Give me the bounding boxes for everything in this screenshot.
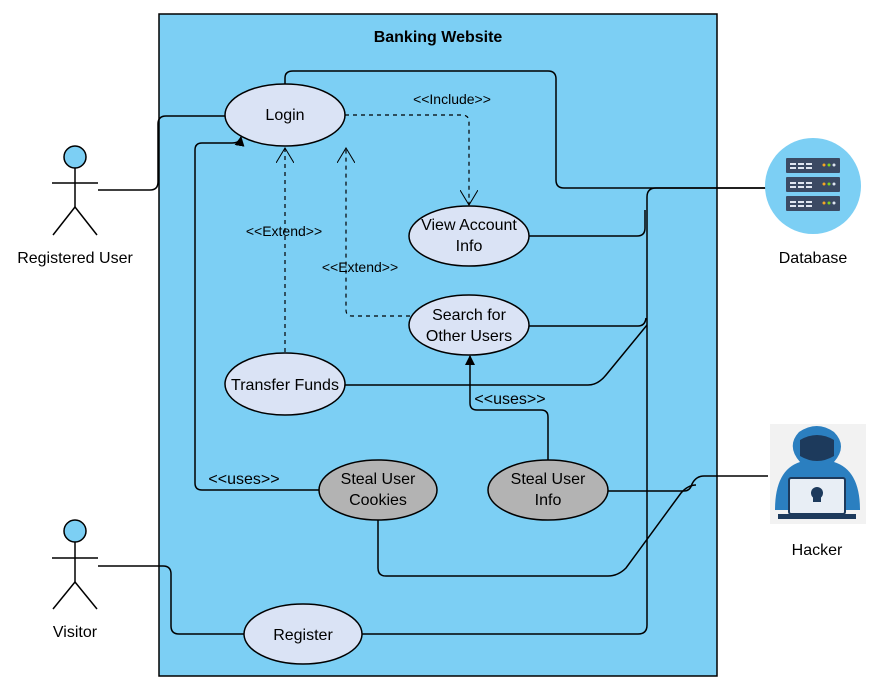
actor-visitor-label: Visitor xyxy=(53,624,98,641)
use-case-steal-cookies-line2: Cookies xyxy=(349,492,407,509)
extend-label-transfer: <<Extend>> xyxy=(246,223,322,239)
uses-label-info: <<uses>> xyxy=(474,391,545,408)
associations xyxy=(98,70,770,635)
assoc-view-db xyxy=(529,210,646,237)
actor-database[interactable]: Database xyxy=(765,138,861,267)
stick-figure-icon xyxy=(52,519,98,610)
use-case-search-users[interactable]: Search for Other Users xyxy=(408,294,530,356)
use-case-transfer-label: Transfer Funds xyxy=(231,377,339,394)
assoc-info-hacker xyxy=(607,475,768,492)
uses-cookies-login xyxy=(194,136,320,491)
assoc-visitor-register xyxy=(98,565,244,635)
use-case-view-account[interactable]: View Account Info xyxy=(408,205,530,267)
extend-label-search: <<Extend>> xyxy=(322,259,398,275)
use-case-register-label: Register xyxy=(273,627,333,644)
use-case-register[interactable]: Register xyxy=(243,603,363,665)
assoc-search-db xyxy=(529,317,647,327)
use-case-steal-info-line2: Info xyxy=(535,492,562,509)
assoc-transfer-db xyxy=(345,324,648,386)
use-case-login[interactable]: Login xyxy=(224,83,346,147)
use-case-view-account-line2: Info xyxy=(456,238,483,255)
hacker-icon xyxy=(770,424,866,524)
include-login-view xyxy=(345,114,469,205)
use-case-login-label: Login xyxy=(265,107,304,124)
uses-label-cookies: <<uses>> xyxy=(208,471,279,488)
include-label: <<Include>> xyxy=(413,91,491,107)
actor-registered-user-label: Registered User xyxy=(17,250,133,267)
use-case-steal-cookies[interactable]: Steal User Cookies xyxy=(318,459,438,521)
system-title: Banking Website xyxy=(374,29,503,46)
db-bus xyxy=(362,187,770,635)
use-case-transfer-funds[interactable]: Transfer Funds xyxy=(224,352,346,416)
assoc-user-login xyxy=(98,115,225,191)
actor-registered-user[interactable]: Registered User xyxy=(17,145,133,267)
uses-info-search xyxy=(465,355,549,462)
use-case-steal-cookies-line1: Steal User xyxy=(341,471,416,488)
use-case-search-line1: Search for xyxy=(432,307,506,324)
dependencies xyxy=(285,114,469,352)
stick-figure-icon xyxy=(52,145,98,236)
use-case-search-line2: Other Users xyxy=(426,328,512,345)
assoc-login-db xyxy=(284,70,770,189)
actor-hacker[interactable]: Hacker xyxy=(770,424,866,559)
actor-database-label: Database xyxy=(779,250,848,267)
database-server-icon xyxy=(765,138,861,234)
assoc-cookies-hacker xyxy=(377,484,697,577)
use-case-steal-info-line1: Steal User xyxy=(511,471,586,488)
actor-visitor[interactable]: Visitor xyxy=(52,519,98,641)
use-case-view-account-line1: View Account xyxy=(421,217,517,234)
extend-search-login xyxy=(346,148,410,317)
actor-hacker-label: Hacker xyxy=(792,542,843,559)
use-case-steal-info[interactable]: Steal User Info xyxy=(487,459,609,521)
